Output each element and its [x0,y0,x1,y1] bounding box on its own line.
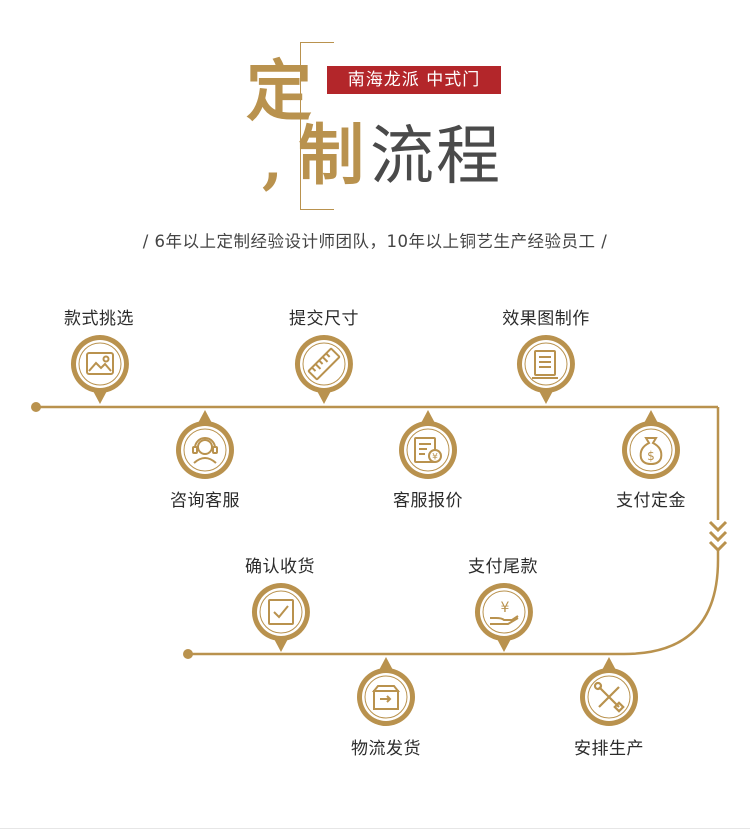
delivery-box-icon [371,685,401,710]
title-char-zhi: 制 [298,116,364,194]
step-pin-consult-service [175,408,235,480]
step-label-consult-service: 咨询客服 [170,491,240,511]
step-pin-render-design [516,334,576,406]
svg-text:$: $ [647,449,655,463]
step-pin-production [579,655,639,727]
quote-document-icon: ¥ [414,437,442,463]
title-comma: , [262,127,283,197]
step-pin-confirm-receipt [251,582,311,654]
step-label-submit-size: 提交尺寸 [289,309,359,329]
image-icon [86,352,114,375]
yen-hand-icon: ¥ [490,600,519,625]
subtitle: / 6年以上定制经验设计师团队，10年以上铜艺生产经验员工 / [142,232,608,251]
tools-icon [593,681,625,713]
chevron-down-icon [708,520,728,553]
title-char-ding: 定 [246,52,312,130]
brand-badge: 南海龙派 中式门 [327,66,501,94]
step-label-style-select: 款式挑选 [64,309,134,329]
step-pin-shipping [356,655,416,727]
headset-agent-icon [192,437,218,464]
step-label-quote: 客服报价 [393,491,463,511]
title-bracket [300,42,334,210]
money-bag-icon: $ [639,437,663,466]
svg-text:¥: ¥ [432,453,438,463]
step-pin-style-select [70,334,130,406]
step-label-shipping: 物流发货 [351,739,421,759]
step-pin-submit-size [294,334,354,406]
step-pin-deposit: $ [621,408,681,480]
step-label-confirm-receipt: 确认收货 [245,557,315,577]
svg-text:¥: ¥ [501,600,510,616]
checkbox-icon [268,599,294,625]
step-pin-quote: ¥ [398,408,458,480]
bottom-divider [0,828,750,829]
drawing-document-icon [532,350,558,379]
step-label-final-payment: 支付尾款 [468,557,538,577]
step-label-deposit: 支付定金 [616,491,686,511]
ruler-icon [307,347,341,381]
step-label-production: 安排生产 [574,739,644,759]
title-liucheng: 流程 [370,120,502,194]
step-label-render-design: 效果图制作 [502,309,590,329]
step-pin-final-payment: ¥ [474,582,534,654]
